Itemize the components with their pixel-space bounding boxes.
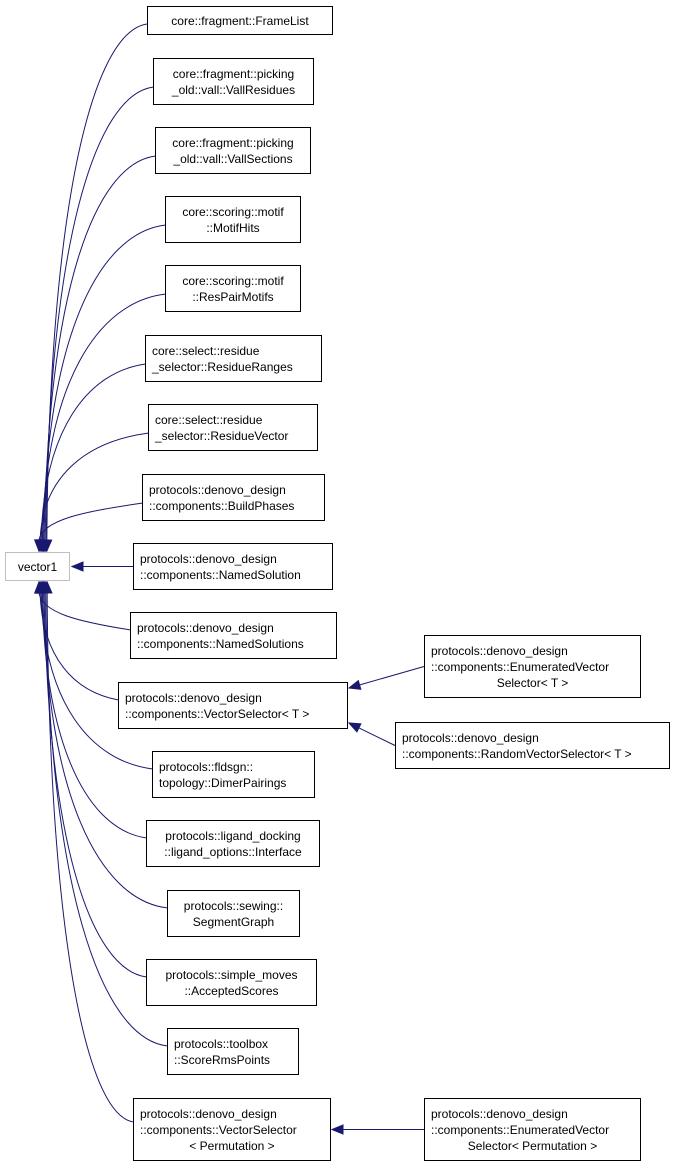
class-node-enumvectorselector-perm[interactable]: protocols::denovo_design::components::En…	[424, 1098, 641, 1161]
class-name-line: ::components::RandomVectorSelector< T >	[402, 746, 632, 761]
class-name-line: _selector::ResidueRanges	[152, 359, 293, 374]
inheritance-edge-vectorselector-t	[39, 591, 119, 701]
class-node-vallsections[interactable]: core::fragment::picking_old::vall::VallS…	[155, 127, 311, 174]
inheritance-edge-vallsections	[44, 155, 156, 542]
class-name-line: _old::vall::VallSections	[173, 151, 293, 166]
class-name-line: _old::vall::VallResidues	[171, 82, 296, 97]
class-node-enumvectorselector-t[interactable]: protocols::denovo_design::components::En…	[424, 635, 641, 698]
class-name-line: protocols::denovo_design	[125, 690, 262, 705]
class-name-line: SegmentGraph	[192, 914, 275, 929]
class-name-line: ::components::NamedSolution	[140, 567, 301, 582]
class-name-line: ::components::NamedSolutions	[137, 636, 304, 651]
class-node-residueranges[interactable]: core::select::residue_selector::ResidueR…	[145, 335, 322, 382]
inheritance-edge-namedsolutions	[38, 591, 131, 631]
class-node-vectorselector-t[interactable]: protocols::denovo_design::components::Ve…	[118, 682, 348, 729]
class-name-line: ::components::BuildPhases	[149, 498, 295, 513]
class-name-line: protocols::ligand_docking	[165, 828, 301, 843]
class-name-line: protocols::fldsgn::	[159, 759, 254, 774]
class-name-line: protocols::toolbox	[174, 1036, 269, 1051]
class-name-line: ::ligand_options::Interface	[164, 844, 302, 859]
class-node-vectorselector-perm[interactable]: protocols::denovo_design::components::Ve…	[133, 1098, 331, 1161]
class-node-segmentgraph[interactable]: protocols::sewing::SegmentGraph	[167, 890, 300, 937]
class-node-vallresidues[interactable]: core::fragment::picking_old::vall::VallR…	[153, 58, 314, 105]
class-node-residuevector[interactable]: core::select::residue_selector::ResidueV…	[148, 404, 318, 451]
class-name-line: core::select::residue	[152, 343, 260, 358]
class-node-namedsolutions[interactable]: protocols::denovo_design::components::Na…	[130, 612, 337, 659]
class-name-line: _selector::ResidueVector	[155, 428, 289, 443]
class-name-line: core::select::residue	[155, 412, 263, 427]
inheritance-edge-respairmotifs	[41, 293, 166, 542]
inheritance-edge-motifhits	[43, 224, 166, 542]
class-name-line: protocols::denovo_design	[402, 730, 539, 745]
class-name-line: < Permutation >	[189, 1138, 275, 1153]
class-node-respairmotifs[interactable]: core::scoring::motif::ResPairMotifs	[165, 265, 301, 312]
class-name-line: core::fragment::FrameList	[171, 13, 309, 28]
inheritance-arrowhead	[70, 561, 84, 572]
class-name-line: protocols::denovo_design	[431, 643, 568, 658]
class-name-line: core::fragment::picking	[172, 135, 294, 150]
class-name-line: topology::DimerPairings	[159, 775, 287, 790]
inheritance-edge-residueranges	[40, 363, 146, 542]
class-name-line: vector1	[17, 559, 58, 574]
inheritance-arrowhead	[347, 722, 362, 733]
inheritance-edge-enumvectorselector-t	[358, 666, 425, 686]
inheritance-arrowhead	[330, 1124, 344, 1135]
class-name-line: core::scoring::motif	[182, 273, 284, 288]
inheritance-edge-randomvectorselector-t	[358, 727, 396, 746]
class-name-line: protocols::simple_moves	[165, 967, 298, 982]
inheritance-edge-residuevector	[39, 432, 149, 542]
class-node-buildphases[interactable]: protocols::denovo_design::components::Bu…	[142, 474, 325, 521]
class-name-line: protocols::denovo_design	[149, 482, 286, 497]
class-name-line: ::components::VectorSelector< T >	[125, 706, 310, 721]
class-name-line: core::fragment::picking	[172, 66, 295, 81]
inheritance-edge-vectorselector-perm	[46, 591, 134, 1123]
class-name-line: ::components::EnumeratedVector	[431, 1122, 610, 1137]
inheritance-edge-vallresidues	[45, 86, 154, 542]
class-name-line: core::scoring::motif	[182, 204, 284, 219]
class-name-line: protocols::denovo_design	[137, 620, 274, 635]
class-name-line: protocols::sewing::	[183, 898, 284, 913]
inheritance-arrowhead	[347, 679, 362, 690]
class-node-randomvectorselector-t[interactable]: protocols::denovo_design::components::Ra…	[395, 722, 670, 769]
class-node-acceptedscores[interactable]: protocols::simple_moves::AcceptedScores	[146, 959, 317, 1006]
root-class-node[interactable]: vector1	[5, 552, 70, 581]
inheritance-edge-framelist	[46, 23, 148, 542]
class-node-framelist[interactable]: core::fragment::FrameList	[147, 6, 333, 35]
class-name-line: Selector< T >	[496, 675, 569, 690]
inheritance-edge-acceptedscores	[44, 591, 147, 978]
class-name-line: protocols::denovo_design	[140, 1106, 277, 1121]
inheritance-edge-buildphases	[38, 502, 143, 542]
class-name-line: ::MotifHits	[206, 220, 260, 235]
class-node-namedsolution[interactable]: protocols::denovo_design::components::Na…	[133, 543, 333, 590]
class-name-line: ::AcceptedScores	[184, 983, 279, 998]
class-node-interface[interactable]: protocols::ligand_docking::ligand_option…	[146, 820, 320, 867]
class-node-dimerpairings[interactable]: protocols::fldsgn::topology::DimerPairin…	[152, 751, 315, 798]
class-name-line: protocols::denovo_design	[431, 1106, 568, 1121]
class-node-scorermspoints[interactable]: protocols::toolbox::ScoreRmsPoints	[167, 1028, 299, 1075]
class-name-line: protocols::denovo_design	[140, 551, 277, 566]
inheritance-arrowhead	[42, 580, 53, 594]
class-name-line: ::ResPairMotifs	[192, 289, 274, 304]
class-name-line: ::components::EnumeratedVector	[431, 659, 610, 674]
class-name-line: Selector< Permutation >	[467, 1138, 598, 1153]
inheritance-arrowhead	[33, 539, 45, 553]
class-node-motifhits[interactable]: core::scoring::motif::MotifHits	[165, 196, 301, 243]
class-name-line: ::components::VectorSelector	[140, 1122, 297, 1137]
class-name-line: ::ScoreRmsPoints	[174, 1052, 271, 1067]
